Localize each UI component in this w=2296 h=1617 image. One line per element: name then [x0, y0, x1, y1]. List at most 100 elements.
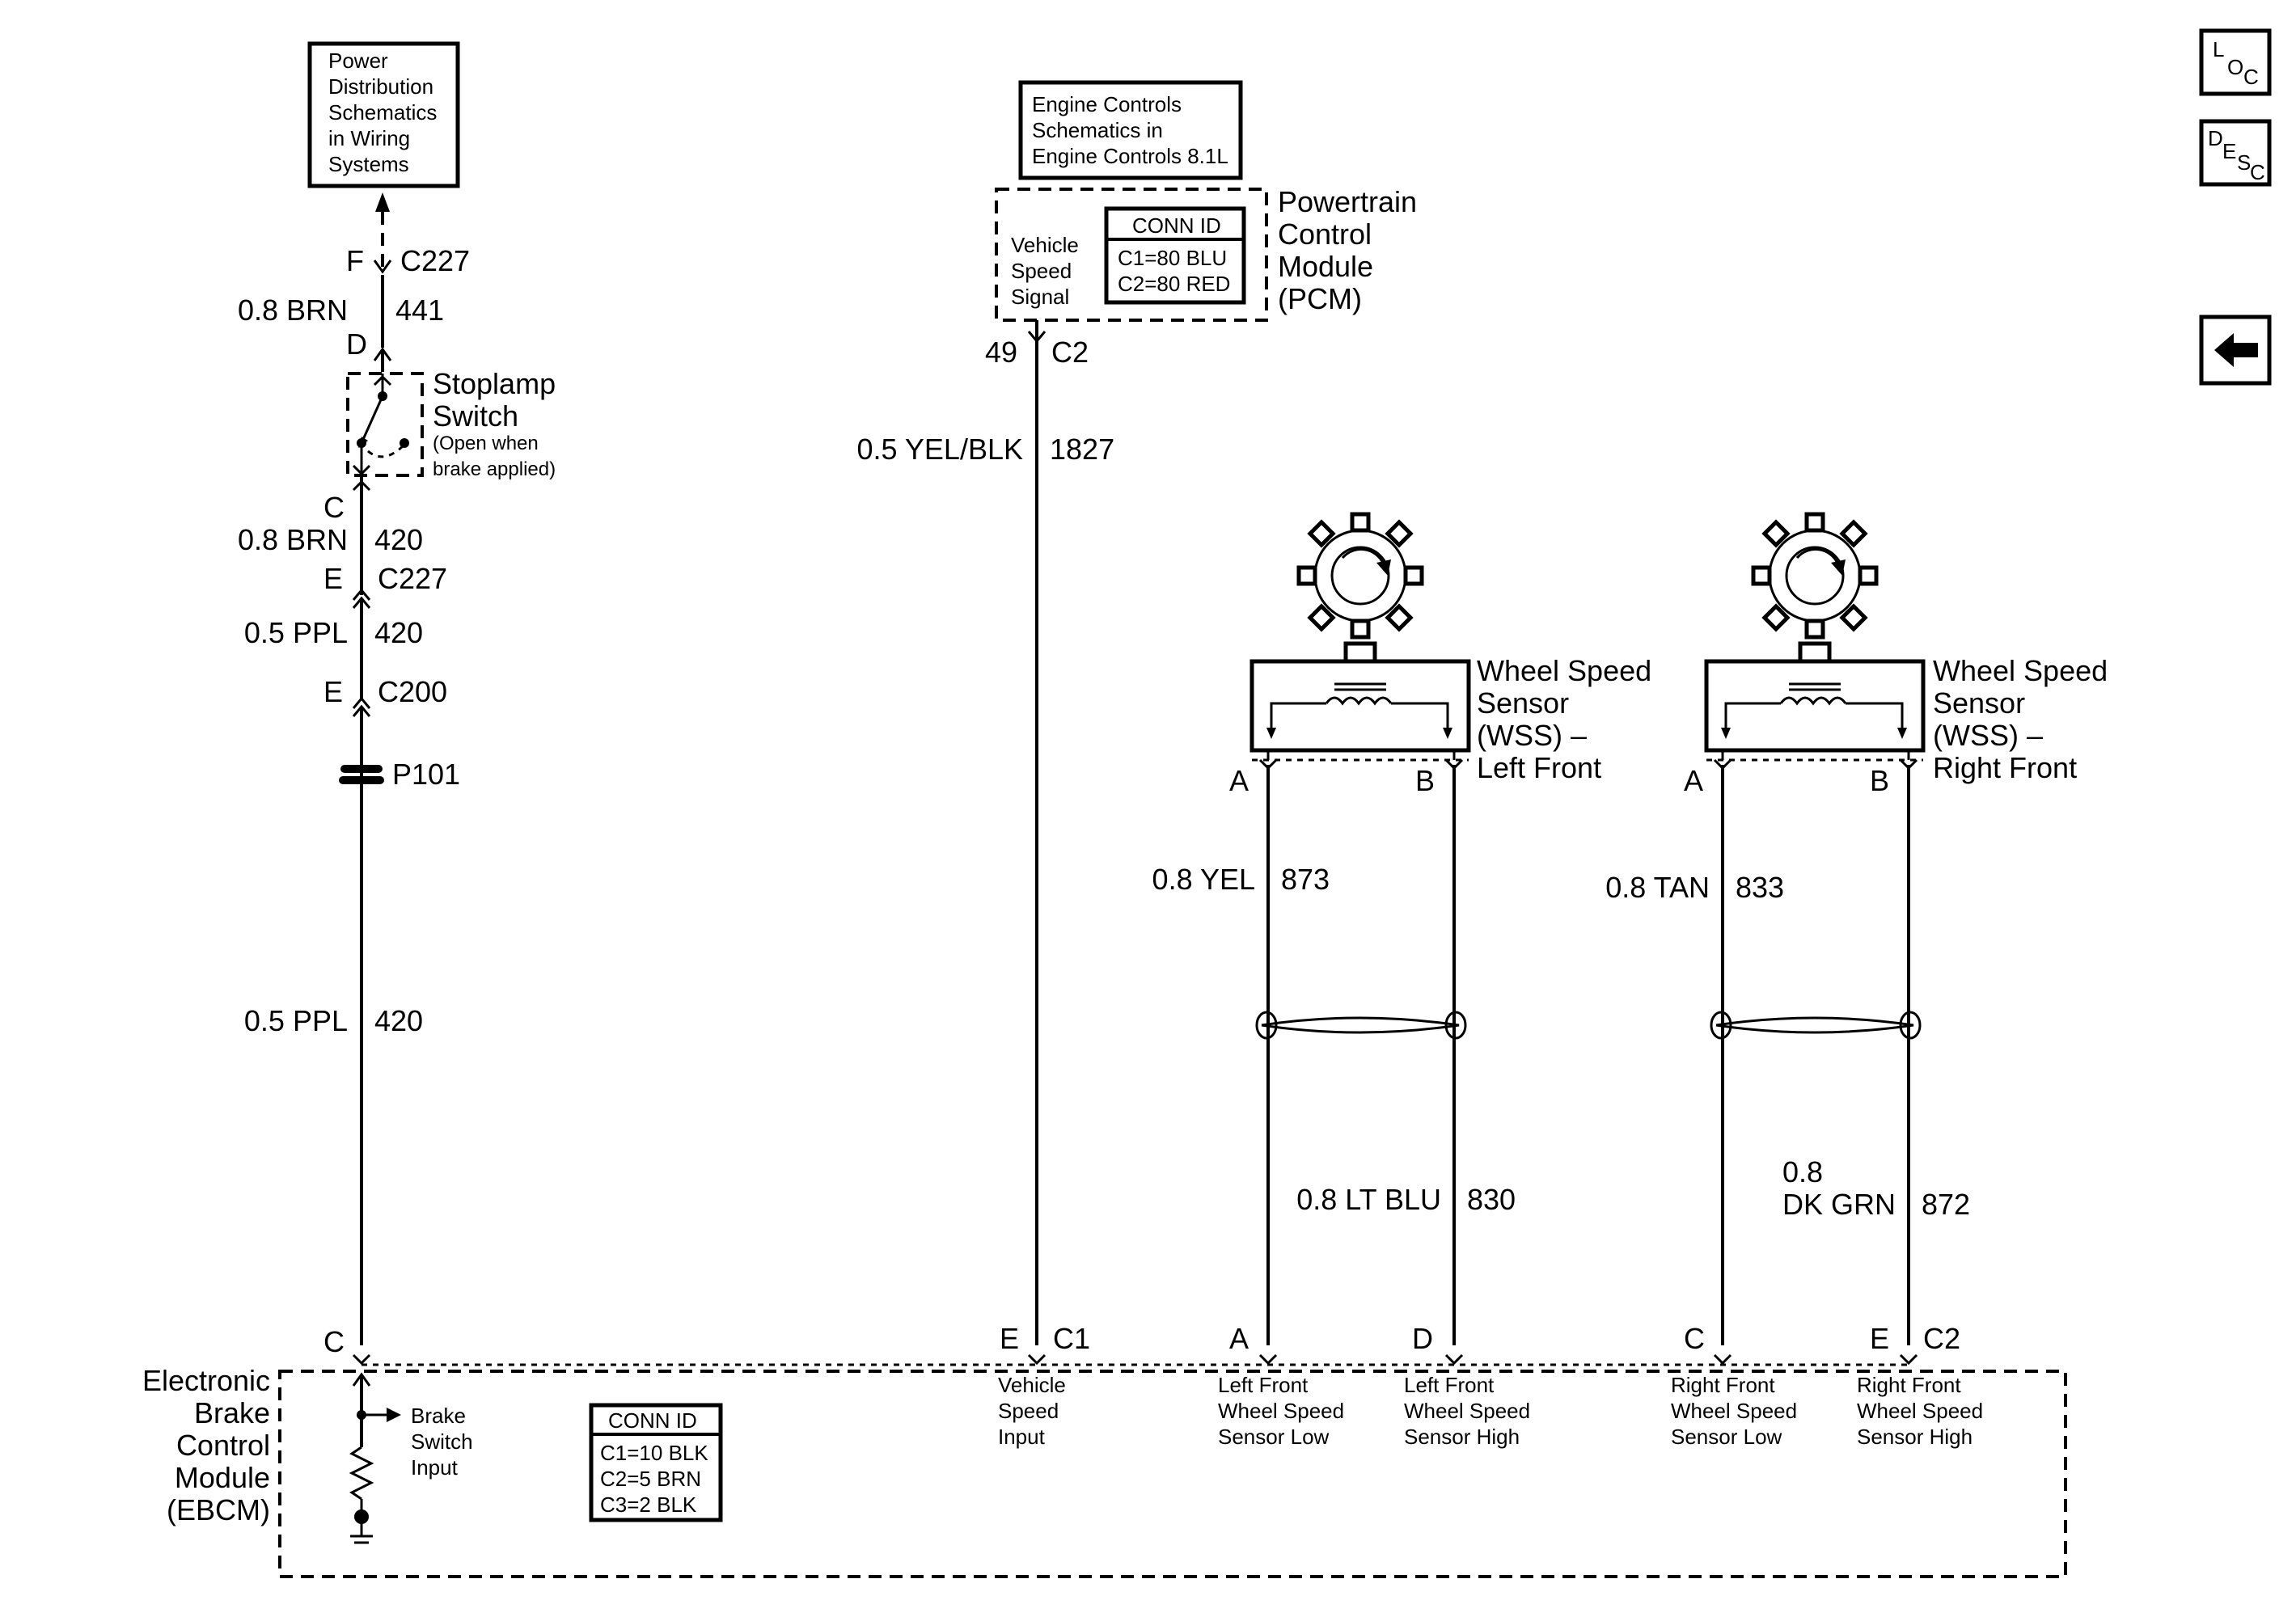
rf-high-line-1: Right Front	[1857, 1373, 1961, 1397]
wss-rf-name-line-3: (WSS) –	[1933, 719, 2043, 752]
wire-420-upper-circuit: 420	[374, 523, 423, 556]
stoplamp-circuit: F C227 0.8 BRN 441 D Stoplamp Switch (Op…	[238, 192, 556, 1366]
rf-high-line-3: Sensor High	[1857, 1425, 1973, 1449]
lf-high-line-3: Sensor High	[1404, 1425, 1520, 1449]
pcm-connector-c2: C2	[1051, 336, 1089, 369]
wire-872-circuit: 872	[1922, 1188, 1970, 1221]
tone-wheel-icon	[1751, 512, 1879, 640]
wire-872-gauge-line-1: 0.8	[1782, 1155, 1823, 1188]
engine-ref-line-3: Engine Controls 8.1L	[1032, 144, 1228, 168]
wss-rf-name-line-4: Right Front	[1933, 751, 2077, 784]
wire-873-gauge: 0.8 YEL	[1152, 863, 1255, 896]
left-arrow-icon	[2214, 333, 2258, 367]
pcm-signal-line-3: Signal	[1011, 285, 1069, 309]
desc-letter-s: S	[2237, 150, 2251, 175]
stoplamp-note-line-1: (Open when	[433, 433, 539, 454]
wss-rf-pin-b: B	[1870, 764, 1889, 797]
pcm-conn-id-row-1: C1=80 BLU	[1118, 246, 1227, 270]
wire-872-gauge-line-2: DK GRN	[1782, 1188, 1896, 1221]
pcm-signal-line-2: Speed	[1011, 259, 1072, 283]
wire-830-circuit: 830	[1467, 1183, 1516, 1216]
vehicle-speed-input-line-2: Speed	[998, 1399, 1059, 1423]
location-button[interactable]: L O C	[2199, 28, 2272, 96]
c200-label: C200	[378, 675, 447, 708]
c227-lower-label: C227	[378, 562, 447, 595]
pcm-conn-id-table: CONN ID C1=80 BLU C2=80 RED	[1104, 206, 1246, 305]
wire-420-mid-gauge: 0.5 PPL	[244, 616, 348, 649]
wire-1827-circuit: 1827	[1050, 433, 1114, 466]
ebcm-connector-c2: C2	[1923, 1322, 1960, 1355]
wire-1827-gauge: 0.5 YEL/BLK	[857, 433, 1024, 466]
wss-left-front: A B	[1229, 512, 1471, 797]
wire-420-lower-gauge: 0.5 PPL	[244, 1004, 348, 1037]
brake-switch-input-line-3: Input	[411, 1455, 459, 1480]
switch-pin-c: C	[323, 491, 345, 524]
ground-icon	[350, 1535, 373, 1544]
wss-lf-pin-a: A	[1229, 764, 1249, 797]
wire-873-circuit: 873	[1281, 863, 1330, 896]
wire-441-gauge: 0.8 BRN	[238, 293, 348, 327]
ebcm-pin-c1-e: E	[1000, 1322, 1019, 1355]
ebcm-pin-c2-e: E	[1870, 1322, 1889, 1355]
ebcm-name-line-5: (EBCM)	[167, 1493, 270, 1526]
description-button[interactable]: D E S C	[2199, 119, 2272, 187]
power-distribution-reference[interactable]: Power Distribution Schematics in Wiring …	[307, 41, 460, 188]
vehicle-speed-circuit: 49 C2 0.5 YEL/BLK 1827 E C1	[857, 320, 1114, 1366]
engine-controls-reference[interactable]: Engine Controls Schematics in Engine Con…	[1018, 80, 1243, 180]
wss-lf-name-line-1: Wheel Speed	[1477, 654, 1651, 687]
tone-wheel-icon	[1296, 512, 1424, 640]
loc-letter-l: L	[2213, 37, 2224, 61]
lf-low-line-2: Wheel Speed	[1218, 1399, 1344, 1423]
stoplamp-name-line-1: Stoplamp	[433, 367, 556, 400]
brake-switch-input-line-1: Brake	[411, 1404, 466, 1428]
pcm-name-line-1: Powertrain	[1278, 185, 1417, 218]
wss-lf-pin-b: B	[1415, 764, 1435, 797]
wss-lf-name-line-3: (WSS) –	[1477, 719, 1587, 752]
wire-833-circuit: 833	[1736, 871, 1784, 904]
power-ref-line-1: Power	[328, 49, 388, 73]
wss-rf-name-line-2: Sensor	[1933, 686, 2025, 720]
wss-right-front: A B	[1684, 512, 1926, 797]
wss-lf-name-line-4: Left Front	[1477, 751, 1601, 784]
pcm-conn-id-row-2: C2=80 RED	[1118, 272, 1230, 296]
desc-letter-c: C	[2250, 160, 2265, 184]
c200-pin-e: E	[323, 675, 343, 708]
back-button[interactable]	[2199, 315, 2272, 386]
vehicle-speed-input-line-3: Input	[998, 1425, 1046, 1449]
wire-830-gauge: 0.8 LT BLU	[1296, 1183, 1441, 1216]
p101-pass-through	[339, 765, 384, 784]
switch-pin-d: D	[346, 327, 367, 361]
ebcm-pin-c2-d: D	[1412, 1322, 1433, 1355]
pcm-name-line-3: Module	[1278, 250, 1373, 283]
wire-833-gauge: 0.8 TAN	[1605, 871, 1710, 904]
power-ref-line-2: Distribution	[328, 74, 433, 99]
pcm-signal-line-1: Vehicle	[1011, 233, 1079, 257]
ebcm-conn-id-row-1: C1=10 BLK	[600, 1441, 708, 1465]
stoplamp-switch	[346, 372, 424, 477]
wss-lf-name-line-2: Sensor	[1477, 686, 1569, 720]
wss-rf-pin-a: A	[1684, 764, 1703, 797]
pcm-name-line-4: (PCM)	[1278, 282, 1362, 315]
powertrain-control-module: Vehicle Speed Signal CONN ID C1=80 BLU C…	[995, 188, 1268, 322]
ebcm-name-line-1: Electronic	[142, 1364, 270, 1397]
lf-high-line-1: Left Front	[1404, 1373, 1495, 1397]
ebcm-conn-id-title: CONN ID	[608, 1408, 697, 1433]
wss-rf-name-line-1: Wheel Speed	[1933, 654, 2108, 687]
power-ref-line-5: Systems	[328, 152, 409, 176]
resistor-icon	[349, 1446, 374, 1501]
engine-ref-line-2: Schematics in	[1032, 118, 1163, 142]
lf-low-line-1: Left Front	[1218, 1373, 1309, 1397]
ebcm-conn-id-table: CONN ID C1=10 BLK C2=5 BRN C3=2 BLK	[589, 1403, 723, 1522]
rf-low-line-1: Right Front	[1671, 1373, 1775, 1397]
rf-low-line-3: Sensor Low	[1671, 1425, 1782, 1449]
ebcm-pin-c2-c: C	[1684, 1322, 1705, 1355]
sensor-coil-icon	[1721, 682, 1907, 739]
lf-high-line-2: Wheel Speed	[1404, 1399, 1530, 1423]
ebcm-pin-c2-a: A	[1229, 1322, 1249, 1355]
loc-letter-o: O	[2227, 55, 2243, 79]
stoplamp-note-line-2: brake applied)	[433, 458, 556, 480]
wire-420-upper-gauge: 0.8 BRN	[238, 523, 348, 556]
c227-upper-label: C227	[400, 244, 470, 277]
brake-switch-input-line-2: Switch	[411, 1429, 473, 1454]
